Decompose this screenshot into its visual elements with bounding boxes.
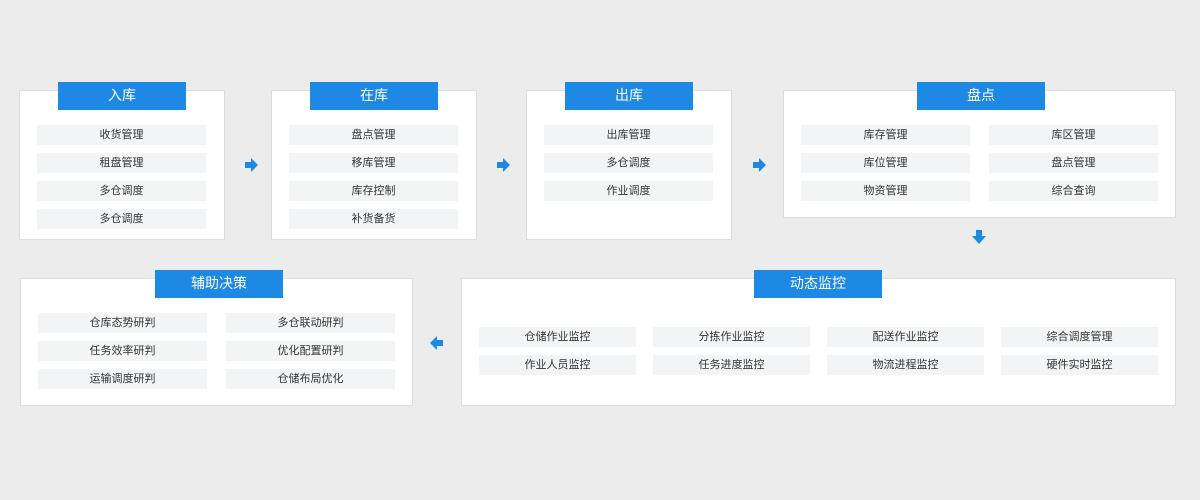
- module-inbound-item: 多仓调度: [37, 181, 206, 201]
- arrow-inbound-to-instock: [243, 157, 259, 173]
- arrow-inventory-to-monitor: [971, 229, 987, 245]
- module-inventory-item: 综合查询: [989, 181, 1158, 201]
- module-inbound-title: 入库: [58, 82, 186, 110]
- module-inbound-item: 租盘管理: [37, 153, 206, 173]
- module-monitor-item: 作业人员监控: [479, 355, 636, 375]
- module-monitor-item: 硬件实时监控: [1001, 355, 1158, 375]
- arrow-right-icon: [245, 158, 258, 172]
- arrow-left-icon: [430, 336, 443, 350]
- arrow-instock-to-outbound: [495, 157, 511, 173]
- module-decision-item: 仓储布局优化: [226, 369, 395, 389]
- module-outbound-item: 作业调度: [544, 181, 713, 201]
- module-decision-title: 辅助决策: [155, 270, 283, 298]
- module-monitor-title: 动态监控: [754, 270, 882, 298]
- module-instock-item: 盘点管理: [289, 125, 458, 145]
- arrow-monitor-to-decision: [429, 335, 445, 351]
- module-decision-item: 仓库态势研判: [38, 313, 207, 333]
- arrow-right-icon: [753, 158, 766, 172]
- module-monitor-item: 分拣作业监控: [653, 327, 810, 347]
- module-inventory-title: 盘点: [917, 82, 1045, 110]
- module-decision-item: 多仓联动研判: [226, 313, 395, 333]
- module-inventory-item: 盘点管理: [989, 153, 1158, 173]
- module-inventory-item: 物资管理: [801, 181, 970, 201]
- module-inbound-item: 多仓调度: [37, 209, 206, 229]
- module-decision-item: 任务效率研判: [38, 341, 207, 361]
- module-monitor-item: 仓储作业监控: [479, 327, 636, 347]
- module-outbound-item: 出库管理: [544, 125, 713, 145]
- module-monitor-item: 配送作业监控: [827, 327, 984, 347]
- module-inbound-item: 收货管理: [37, 125, 206, 145]
- module-monitor-item: 任务进度监控: [653, 355, 810, 375]
- module-decision-item: 优化配置研判: [226, 341, 395, 361]
- module-inventory-item: 库区管理: [989, 125, 1158, 145]
- arrow-down-icon: [972, 230, 986, 244]
- module-outbound-item: 多仓调度: [544, 153, 713, 173]
- arrow-outbound-to-inventory: [751, 157, 767, 173]
- module-monitor-item: 综合调度管理: [1001, 327, 1158, 347]
- module-inventory-item: 库位管理: [801, 153, 970, 173]
- module-inventory-item: 库存管理: [801, 125, 970, 145]
- module-instock-item: 移库管理: [289, 153, 458, 173]
- module-instock-item: 补货备货: [289, 209, 458, 229]
- module-outbound-title: 出库: [565, 82, 693, 110]
- module-monitor-item: 物流进程监控: [827, 355, 984, 375]
- module-instock-item: 库存控制: [289, 181, 458, 201]
- module-instock-title: 在库: [310, 82, 438, 110]
- arrow-right-icon: [497, 158, 510, 172]
- module-decision-item: 运输调度研判: [38, 369, 207, 389]
